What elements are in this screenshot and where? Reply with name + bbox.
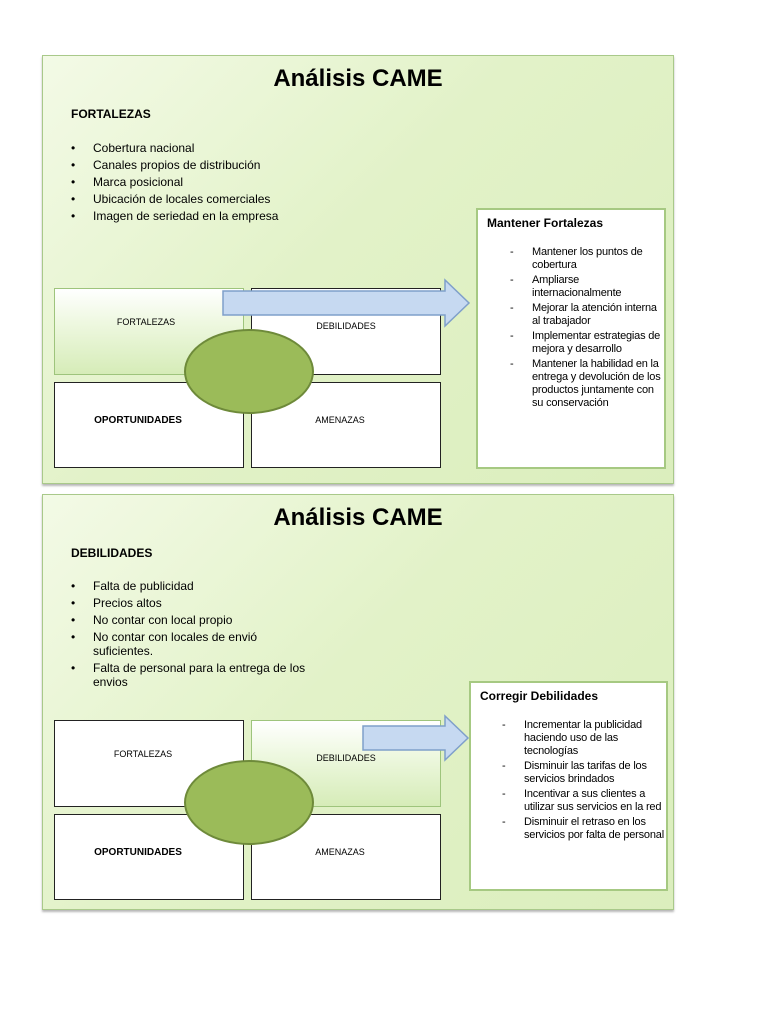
matrix-label: OPORTUNIDADES <box>94 415 182 426</box>
list-item: No contar con local propio <box>71 613 308 627</box>
panel-title: Análisis CAME <box>273 65 443 92</box>
panel-title: Análisis CAME <box>273 504 443 531</box>
matrix-label: DEBILIDADES <box>316 321 376 331</box>
matrix-label: AMENAZAS <box>315 415 365 425</box>
list-item: Incrementar la publicidad haciendo uso d… <box>502 719 666 758</box>
list-item: Mejorar la atención interna al trabajado… <box>510 302 662 328</box>
matrix-label: DEBILIDADES <box>316 753 376 763</box>
matrix-label: FORTALEZAS <box>113 749 173 759</box>
right-arrow-icon <box>362 714 470 762</box>
list-item: No contar con locales de envió suficient… <box>71 630 308 658</box>
list-item: Implementar estrategias de mejora y desa… <box>510 330 662 356</box>
strategy-list: Incrementar la publicidad haciendo uso d… <box>502 719 666 844</box>
matrix-cell-fortalezas: FORTALEZAS <box>54 288 244 375</box>
list-item: Imagen de seriedad en la empresa <box>71 209 308 223</box>
strategy-box-title: Corregir Debilidades <box>480 689 599 703</box>
center-circle <box>184 329 314 414</box>
list-item: Ampliarse internacionalmente <box>510 274 662 300</box>
came-panel-fortalezas: Análisis CAME FORTALEZAS Cobertura nacio… <box>42 55 674 484</box>
panel-heading: FORTALEZAS <box>71 107 151 121</box>
strategy-box-title: Mantener Fortalezas <box>487 216 604 230</box>
list-item: Precios altos <box>71 596 308 610</box>
strategy-box: Corregir Debilidades Incrementar la publ… <box>469 681 668 891</box>
list-item: Disminuir el retraso en los servicios po… <box>502 816 666 842</box>
list-item: Incentivar a sus clientes a utilizar sus… <box>502 788 666 814</box>
matrix-label: OPORTUNIDADES <box>94 847 182 858</box>
strategy-box: Mantener Fortalezas Mantener los puntos … <box>476 208 666 469</box>
list-item: Mantener los puntos de cobertura <box>510 246 662 272</box>
matrix-cell-amenazas: AMENAZAS <box>251 382 441 468</box>
strategy-list: Mantener los puntos de cobertura Ampliar… <box>510 246 662 412</box>
right-arrow-icon <box>222 278 471 328</box>
list-item: Ubicación de locales comerciales <box>71 192 308 206</box>
came-panel-debilidades: Análisis CAME DEBILIDADES Falta de publi… <box>42 494 674 910</box>
bullet-list: Cobertura nacional Canales propios de di… <box>71 141 308 226</box>
list-item: Canales propios de distribución <box>71 158 308 172</box>
center-circle <box>184 760 314 845</box>
panel-heading: DEBILIDADES <box>71 546 153 560</box>
matrix-label: AMENAZAS <box>315 847 365 857</box>
matrix-label: FORTALEZAS <box>116 317 176 327</box>
list-item: Falta de publicidad <box>71 579 308 593</box>
list-item: Mantener la habilidad en la entrega y de… <box>510 358 662 410</box>
list-item: Falta de personal para la entrega de los… <box>71 661 308 689</box>
list-item: Marca posicional <box>71 175 308 189</box>
list-item: Cobertura nacional <box>71 141 308 155</box>
list-item: Disminuir las tarifas de los servicios b… <box>502 760 666 786</box>
bullet-list: Falta de publicidad Precios altos No con… <box>71 579 308 692</box>
